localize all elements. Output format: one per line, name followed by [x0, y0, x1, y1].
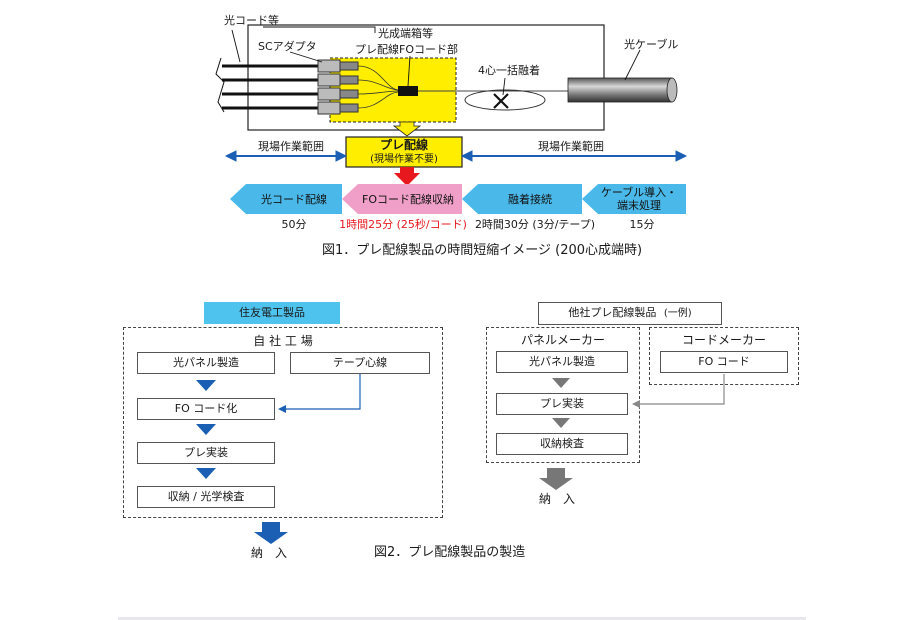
step-1-label: 光コード配線	[261, 192, 327, 206]
prewire-center-text: プレ配線 (現場作業不要)	[346, 138, 462, 166]
fusion-x-icon	[493, 93, 509, 109]
termination-box-outline	[247, 24, 605, 131]
optical-cords	[222, 64, 330, 110]
other-flow-arrow-1	[552, 378, 570, 388]
fusion-loop	[464, 89, 546, 111]
mass-fusion-label: 4心一括融着	[478, 64, 540, 77]
prewired-fo-label: プレ配線FOコード部	[355, 43, 458, 56]
other-step-storage-inspection: 収納検査	[496, 433, 628, 455]
step-pre-mount: プレ実装	[137, 442, 275, 464]
step-fo-cord: FO コード化	[137, 398, 275, 420]
factory-label: 自 社 工 場	[253, 334, 313, 348]
figure-1-graphic	[215, 24, 688, 214]
step-4-shape	[582, 184, 686, 214]
termination-box-label: 光成端箱等	[378, 27, 433, 40]
yellow-down-arrow	[392, 121, 422, 137]
step-optical-panel: 光パネル製造	[137, 352, 275, 374]
others-title-box: 他社プレ配線製品 (一例)	[538, 302, 722, 325]
step-2-shape	[342, 184, 462, 214]
figure-1-caption: 図1．プレ配線製品の時間短縮イメージ (200心成端時)	[322, 243, 643, 258]
sumitomo-title: 住友電工製品	[204, 302, 340, 324]
fiber-bundle	[398, 86, 418, 96]
optical-cable-end	[666, 77, 678, 103]
others-delivery: 納 入	[538, 492, 575, 506]
step-tape-fiber: テープ心線	[290, 352, 430, 374]
flow-arrow-3	[196, 468, 216, 479]
site-work-arrow-left	[224, 150, 348, 162]
bottom-separator	[118, 617, 806, 620]
step-3-shape	[462, 184, 582, 214]
flow-arrow-2	[196, 424, 216, 435]
flow-arrow-1	[196, 380, 216, 391]
other-flow-arrow-2	[552, 418, 570, 428]
tape-to-fo-line	[284, 374, 361, 410]
fan-in-fibers	[357, 65, 399, 109]
factory-frame	[123, 327, 443, 518]
step-storage-inspection: 収納 / 光学検査	[137, 486, 275, 508]
panel-maker-label: パネルメーカー	[520, 333, 605, 347]
break-mark	[215, 57, 225, 113]
sumitomo-delivery: 納 入	[250, 546, 287, 560]
sumitomo-delivery-arrow	[254, 522, 288, 544]
figure-2-connectors	[196, 374, 725, 544]
other-step-optical-panel: 光パネル製造	[496, 351, 628, 373]
step-1-shape	[230, 184, 342, 214]
step-1-time: 50分	[281, 218, 307, 231]
tape-to-fo-arrowhead	[278, 405, 286, 413]
step-4-label: ケーブル導入・ 端末処理	[600, 186, 678, 212]
cord-to-premount-arrowhead	[632, 400, 640, 408]
site-work-label-right: 現場作業範囲	[538, 140, 604, 153]
others-title: 他社プレ配線製品	[568, 306, 657, 319]
panel-maker-frame	[486, 327, 640, 463]
cord-to-premount-line	[638, 374, 725, 405]
other-step-pre-mount: プレ実装	[496, 393, 628, 415]
others-title-note: (一例)	[663, 308, 692, 319]
red-down-arrow	[394, 167, 420, 186]
optical-cable-label: 光ケーブル	[624, 38, 679, 51]
site-work-label-left: 現場作業範囲	[258, 140, 324, 153]
prewire-title: プレ配線	[379, 138, 428, 152]
prewire-subtitle: (現場作業不要)	[370, 154, 438, 165]
leader-lines	[231, 26, 641, 96]
optical-cord-label: 光コード等	[224, 14, 279, 27]
other-step-fo-cord: FO コード	[660, 351, 788, 373]
figure-2-caption: 図2．プレ配線製品の製造	[374, 545, 526, 560]
sc-adapter-label: SCアダプタ	[258, 40, 317, 53]
optical-cable-body	[567, 77, 673, 103]
others-delivery-arrow	[539, 468, 573, 490]
site-work-arrow-right	[460, 150, 688, 162]
step-4-time: 15分	[629, 218, 655, 231]
cord-maker-label: コードメーカー	[681, 333, 766, 347]
step-2-label: FOコード配線収納	[362, 192, 454, 206]
step-2-time: 1時間25分 (25秒/コード)	[339, 218, 467, 231]
step-3-label: 融着接続	[508, 192, 552, 206]
sc-adapters	[317, 59, 359, 115]
step-3-time: 2時間30分 (3分/テープ)	[474, 218, 596, 231]
